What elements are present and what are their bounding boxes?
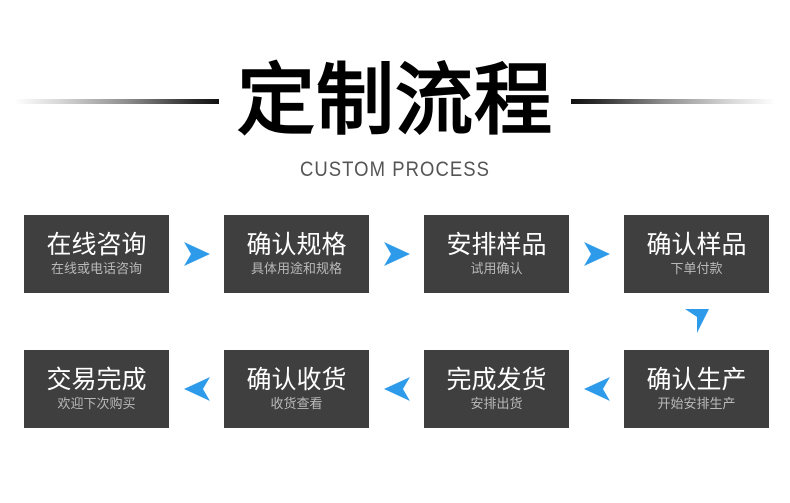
process-step-7: 确认收货 收货查看	[224, 350, 369, 428]
page-title: 定制流程	[236, 56, 553, 146]
divider-gradient-left-icon	[13, 98, 219, 104]
arrow-right-icon-3	[580, 239, 614, 269]
step-subtitle: 安排出货	[470, 396, 523, 412]
process-flow: 在线咨询 在线或电话咨询 确认规格 具体用途和规格 安排样品 试用确认 确认样品…	[0, 200, 790, 503]
arrow-left-icon-3	[180, 374, 214, 404]
step-title: 完成发货	[446, 364, 547, 394]
step-subtitle: 具体用途和规格	[250, 261, 342, 277]
step-subtitle: 开始安排生产	[657, 396, 736, 412]
page-header: 定制流程 CUSTOM PROCESS	[0, 0, 790, 200]
arrow-down-icon-1	[680, 305, 714, 335]
step-subtitle: 在线或电话咨询	[50, 261, 142, 277]
process-step-2: 确认规格 具体用途和规格	[224, 215, 369, 293]
process-step-5: 确认生产 开始安排生产	[624, 350, 769, 428]
step-subtitle: 收货查看	[270, 396, 323, 412]
process-step-6: 完成发货 安排出货	[424, 350, 569, 428]
process-step-1: 在线咨询 在线或电话咨询	[24, 215, 169, 293]
step-title: 在线咨询	[46, 229, 147, 259]
divider-gradient-right-icon	[571, 98, 776, 104]
step-subtitle: 试用确认	[470, 261, 523, 277]
arrow-left-icon-1	[580, 374, 614, 404]
process-step-3: 安排样品 试用确认	[424, 215, 569, 293]
step-title: 交易完成	[46, 364, 147, 394]
step-subtitle: 欢迎下次购买	[57, 396, 136, 412]
title-row: 定制流程	[0, 55, 790, 147]
step-title: 确认收货	[246, 364, 347, 394]
arrow-left-icon-2	[380, 374, 414, 404]
page-subtitle: CUSTOM PROCESS	[299, 158, 491, 181]
step-title: 确认样品	[646, 229, 747, 259]
step-subtitle: 下单付款	[670, 261, 723, 277]
process-step-8: 交易完成 欢迎下次购买	[24, 350, 169, 428]
step-title: 确认规格	[246, 229, 347, 259]
arrow-right-icon-2	[380, 239, 414, 269]
arrow-right-icon-1	[180, 239, 214, 269]
step-title: 确认生产	[646, 364, 747, 394]
process-step-4: 确认样品 下单付款	[624, 215, 769, 293]
step-title: 安排样品	[446, 229, 547, 259]
